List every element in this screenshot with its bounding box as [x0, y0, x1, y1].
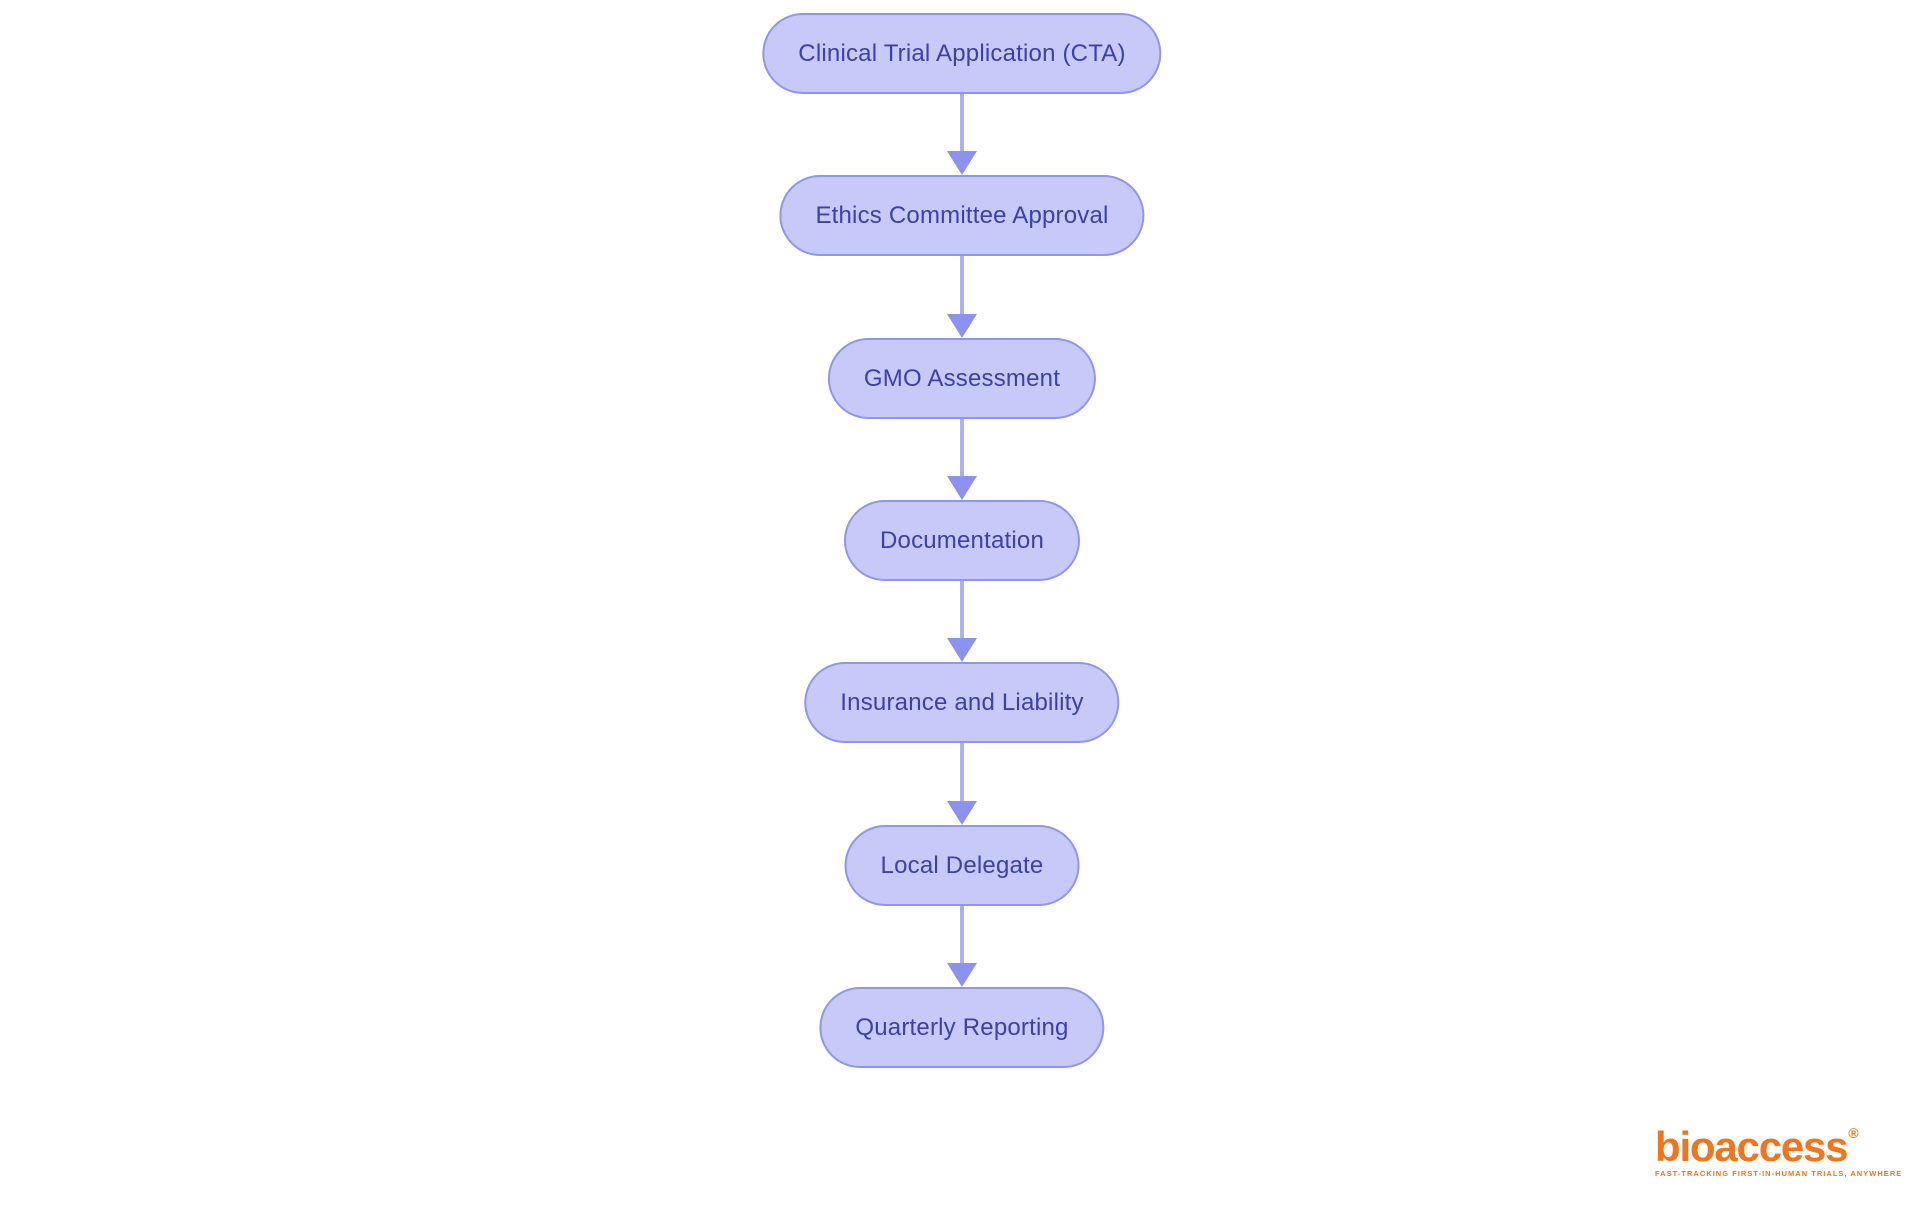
flow-node-documentation: Documentation: [843, 500, 1081, 581]
flow-arrow-4: [947, 581, 977, 662]
arrow-head-icon: [947, 314, 977, 338]
flow-node-quarterly-reporting: Quarterly Reporting: [819, 987, 1105, 1068]
logo-tagline: FAST-TRACKING FIRST-IN-HUMAN TRIALS, ANY…: [1655, 1169, 1903, 1179]
arrow-line: [960, 419, 964, 476]
arrow-line: [960, 94, 964, 151]
logo-wordmark: bioaccess: [1655, 1123, 1849, 1170]
arrow-line: [960, 743, 964, 801]
flow-arrow-6: [947, 906, 977, 987]
arrow-line: [960, 581, 964, 638]
flow-arrow-3: [947, 419, 977, 500]
arrow-line: [960, 256, 964, 314]
flow-arrow-2: [947, 256, 977, 338]
arrow-head-icon: [947, 638, 977, 662]
flow-node-local-delegate: Local Delegate: [844, 825, 1080, 906]
flow-node-insurance-and-liability: Insurance and Liability: [804, 662, 1120, 743]
arrow-line: [960, 906, 964, 963]
bioaccess-logo: bioaccess ® FAST-TRACKING FIRST-IN-HUMAN…: [1655, 1123, 1903, 1179]
arrow-head-icon: [947, 476, 977, 500]
arrow-head-icon: [947, 801, 977, 825]
flow-arrow-5: [947, 743, 977, 825]
flow-node-clinical-trial-application: Clinical Trial Application (CTA): [762, 13, 1162, 94]
arrow-head-icon: [947, 963, 977, 987]
flow-node-ethics-committee-approval: Ethics Committee Approval: [779, 175, 1145, 256]
arrow-head-icon: [947, 151, 977, 175]
flow-arrow-1: [947, 94, 977, 175]
flow-node-gmo-assessment: GMO Assessment: [827, 338, 1097, 419]
registered-trademark-icon: ®: [1848, 1125, 1859, 1141]
